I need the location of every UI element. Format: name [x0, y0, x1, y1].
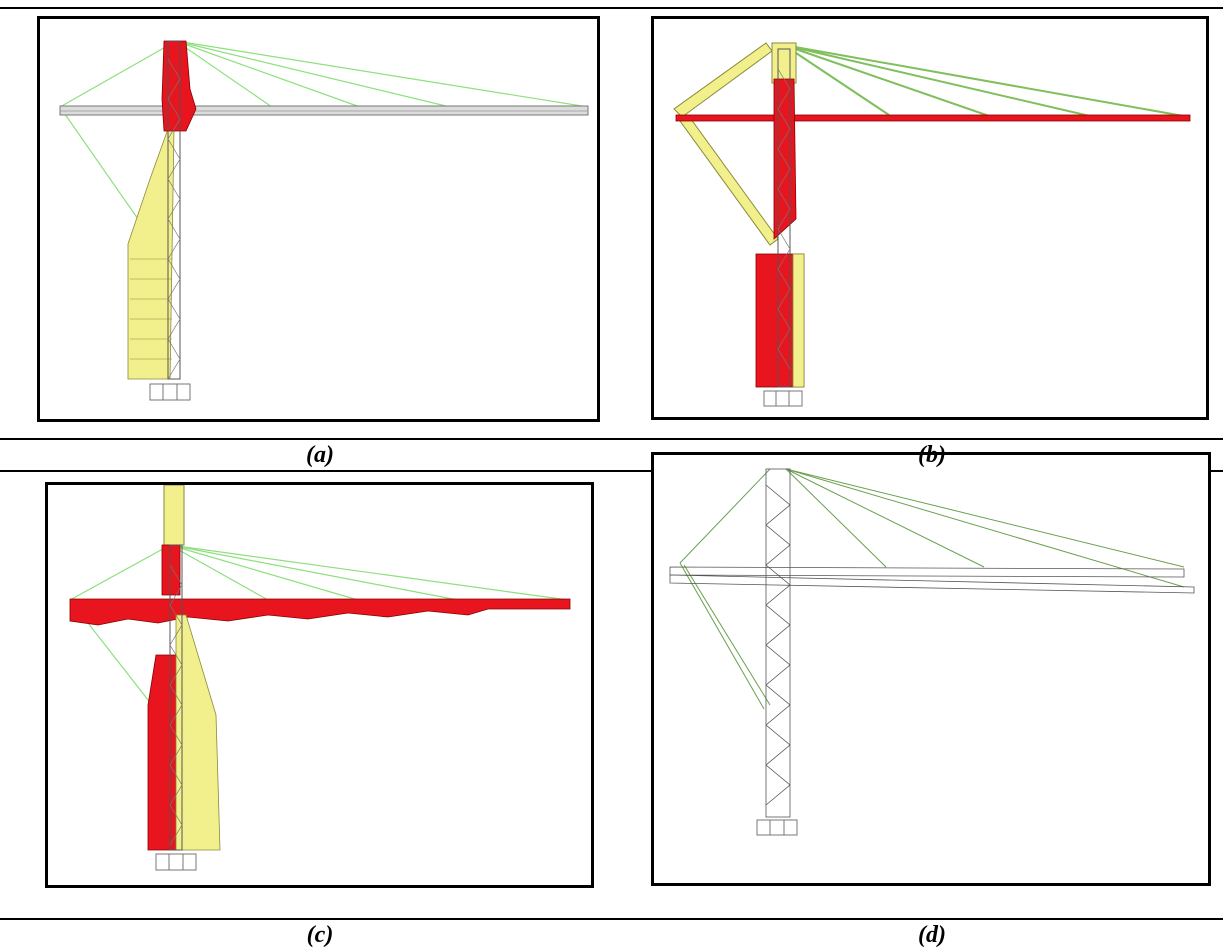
tie-rods: [59, 40, 589, 220]
mast: [167, 40, 181, 380]
jib: [59, 105, 589, 116]
tension-tie-lower: [679, 114, 779, 246]
tension-tie: [673, 42, 773, 118]
caption-c: (c): [306, 922, 334, 948]
tension-diagram: [127, 128, 175, 380]
caption-rule-bottom: [0, 918, 1223, 920]
base: [149, 383, 191, 401]
panel-c: [45, 482, 594, 888]
caption-b: (b): [918, 442, 946, 468]
caption-a: (a): [306, 442, 334, 468]
crane-diagram-c: [69, 485, 571, 871]
mast: [755, 42, 805, 388]
mast: [765, 468, 791, 818]
panel-d: [651, 452, 1211, 886]
caption-rule-top-lower: [0, 470, 1223, 472]
panel-b: [651, 16, 1209, 420]
panel-a: [37, 16, 600, 422]
top-rule: [0, 7, 1223, 9]
jib: [669, 566, 1195, 594]
compression-diagram-jib: [69, 598, 571, 626]
crane-diagram-a: [59, 40, 589, 401]
caption-rule-top: [0, 438, 1223, 440]
base: [756, 819, 798, 836]
base: [155, 853, 197, 871]
caption-d: (d): [918, 922, 946, 948]
crane-diagram-b: [673, 42, 1191, 407]
crane-diagram-d: [669, 468, 1195, 836]
base: [763, 390, 803, 407]
